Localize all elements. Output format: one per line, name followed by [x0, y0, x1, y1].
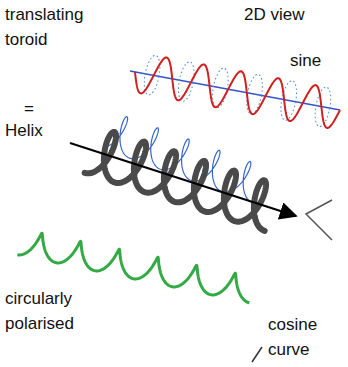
axis-arrow: [70, 143, 332, 240]
blue-helix: [107, 117, 261, 204]
label-text: circularly polarised: [5, 286, 115, 336]
axis-line: [70, 143, 296, 216]
grey-helix: [85, 132, 266, 231]
leader-tick: [252, 347, 262, 362]
label-text: sine: [290, 48, 340, 73]
label-text: translating toroid: [5, 2, 105, 52]
label-text: 2D view: [244, 2, 344, 27]
label-text: Helix: [5, 118, 65, 143]
label-text: =: [24, 96, 44, 121]
label-text: cosine curve: [268, 312, 330, 362]
helix-drawing: [85, 117, 266, 231]
view-bracket: [306, 200, 332, 240]
dotted-circle: [176, 61, 197, 103]
